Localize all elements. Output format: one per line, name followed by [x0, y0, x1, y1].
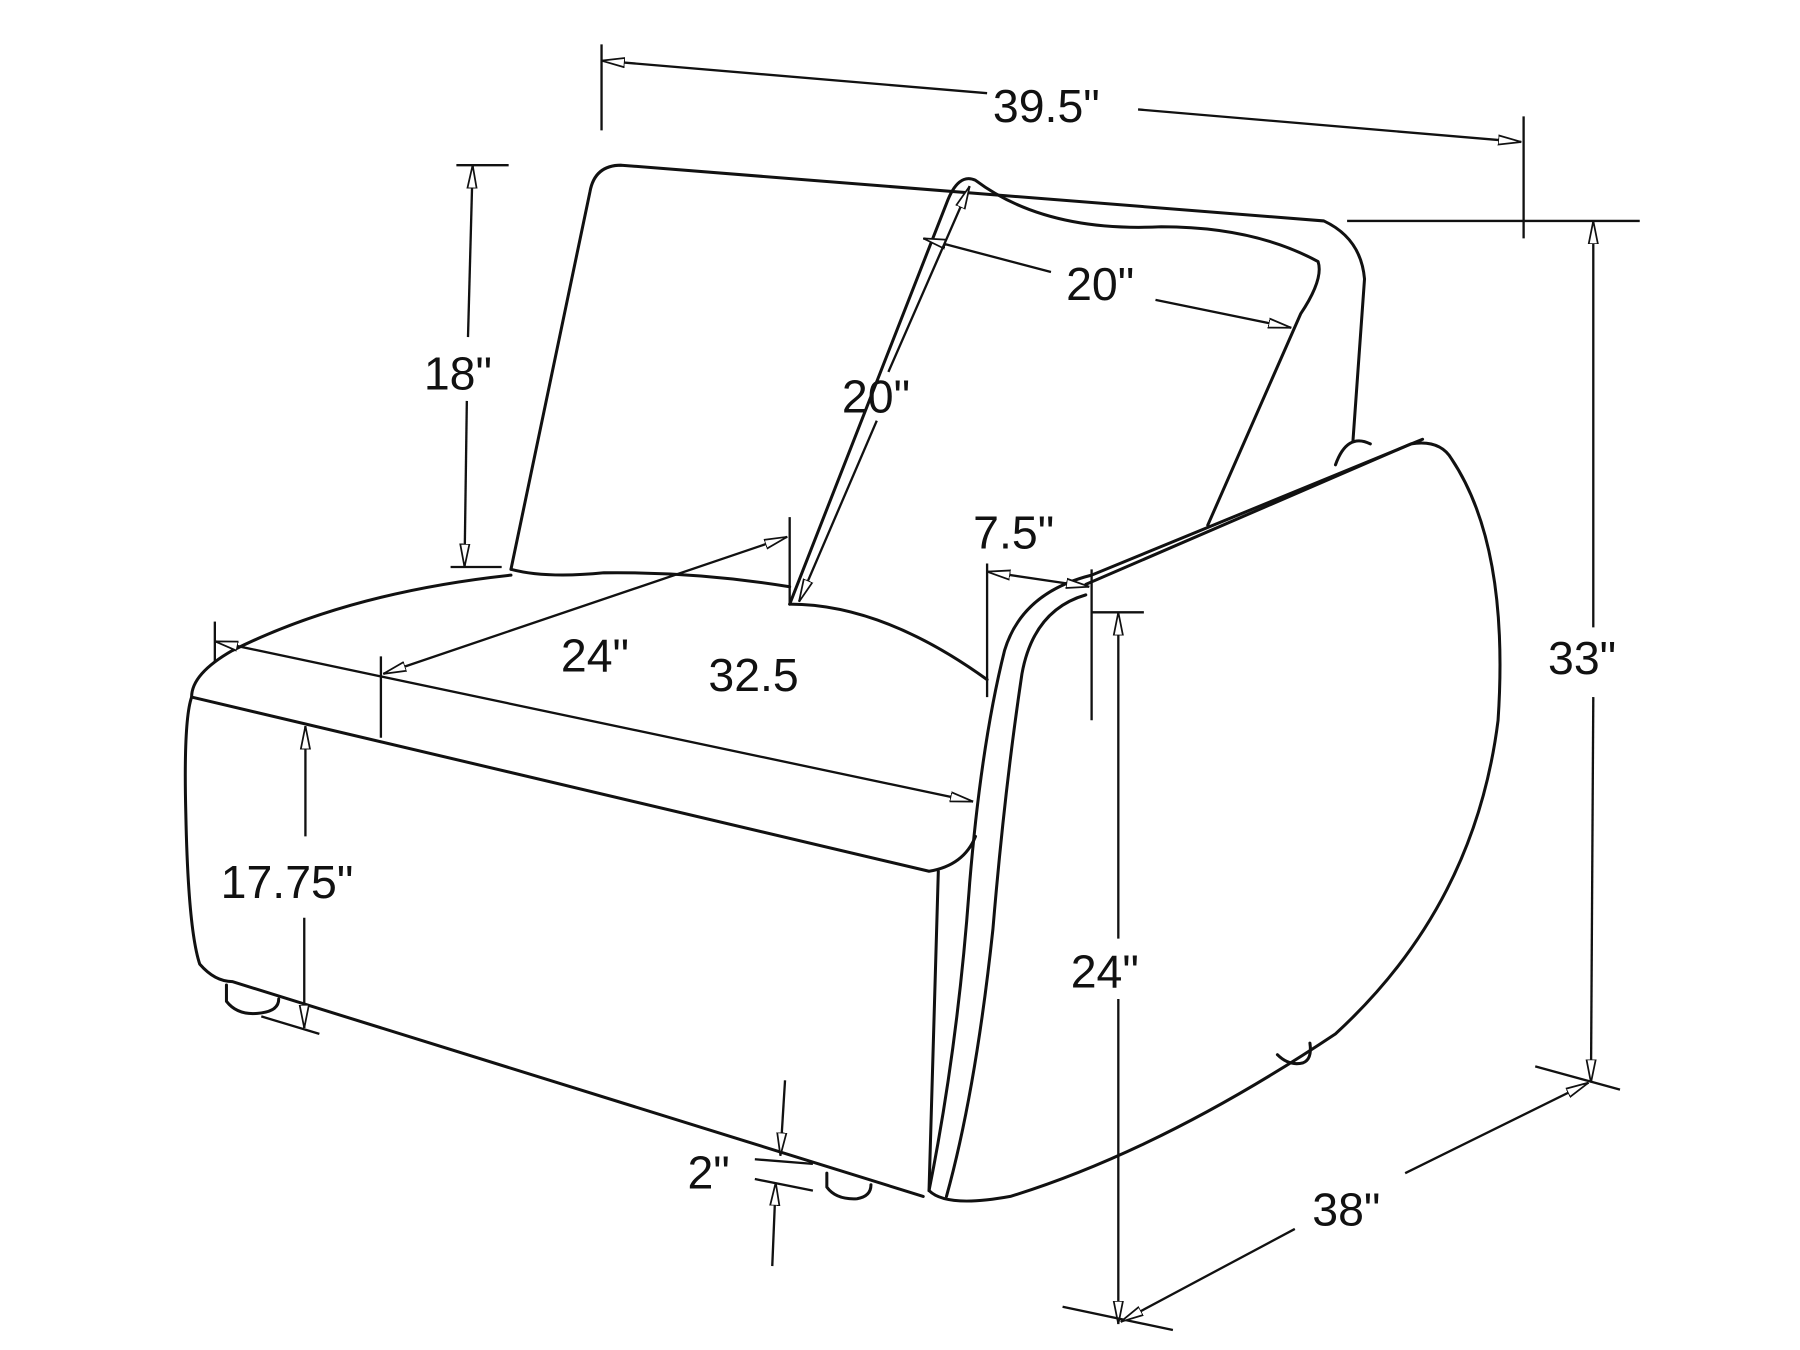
chair-outline	[183, 163, 1502, 1203]
dimension-labels: 39.5" 18" 20" 20" 7.5" 24" 32.5 33" 17.7…	[221, 80, 1616, 1235]
label-seat-width: 32.5	[708, 649, 798, 701]
backrest	[509, 163, 1367, 571]
leg-front-left	[224, 983, 281, 1016]
label-seat-height: 17.75"	[221, 856, 354, 908]
label-seat-depth: 24"	[561, 630, 629, 682]
arm-inner	[927, 437, 1425, 1193]
label-pillow-height: 20"	[842, 371, 910, 423]
seat-front-corner	[927, 869, 940, 1193]
label-overall-width: 39.5"	[993, 80, 1100, 132]
label-leg-height: 2"	[687, 1146, 729, 1198]
arm-back-bump	[1333, 439, 1372, 467]
label-pillow-width: 20"	[1066, 258, 1134, 310]
arm-outer	[927, 441, 1502, 1203]
leg-front-right	[825, 1171, 873, 1201]
arm-piping	[944, 593, 1088, 1198]
pillow	[788, 177, 1321, 606]
leg-back-right	[1275, 1041, 1312, 1066]
label-arm-height: 24"	[1071, 945, 1139, 997]
label-back-cushion-height: 18"	[424, 347, 492, 399]
seat-front	[183, 695, 925, 1198]
label-arm-width: 7.5"	[973, 506, 1054, 558]
label-overall-depth: 38"	[1312, 1183, 1380, 1235]
dimension-lines	[213, 44, 1640, 1332]
label-overall-height: 33"	[1548, 632, 1616, 684]
pillow-bottom	[788, 602, 989, 682]
seat-top	[190, 573, 977, 873]
